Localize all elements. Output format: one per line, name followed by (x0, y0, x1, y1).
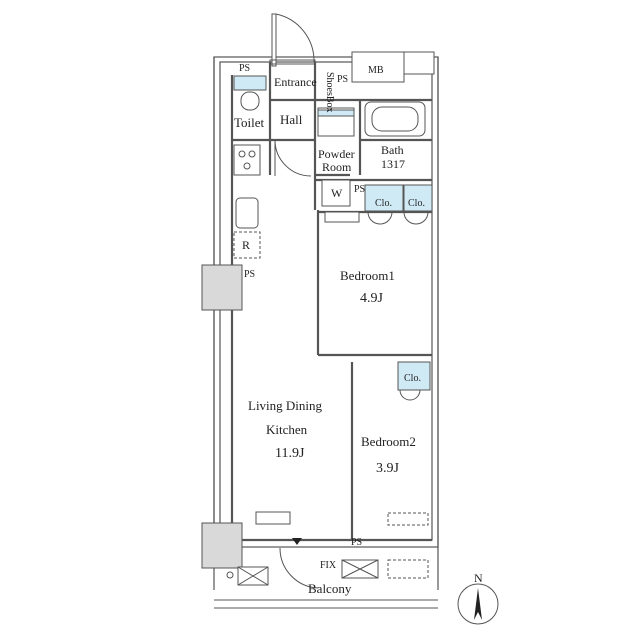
washer-box (321, 179, 351, 207)
bedroom2-area: 3.9J (376, 461, 400, 476)
clo3-label: Clo. (404, 373, 421, 384)
compass-label: N (474, 571, 483, 585)
ldk-area: 11.9J (275, 446, 305, 461)
bedroom1-furniture (324, 211, 360, 223)
entry-arrow-icon (292, 538, 302, 545)
kitchen-appliances (233, 144, 261, 259)
powder-sink (317, 107, 355, 137)
bath-size-label: 1317 (381, 157, 405, 171)
closets (364, 184, 433, 391)
balcony-label: Balcony (308, 581, 352, 596)
clo1-label: Clo. (375, 198, 392, 209)
bedroom1-label: Bedroom1 (340, 268, 395, 283)
compass-icon (457, 583, 499, 625)
ps-top-left-label: PS (239, 63, 250, 74)
ldk-label-1: Living Dining (248, 398, 323, 413)
closet-doors (367, 211, 429, 401)
columns (201, 51, 435, 569)
ps-bottom-label: PS (351, 537, 362, 548)
washer-label: W (331, 186, 343, 200)
outer-walls (213, 56, 439, 590)
entrance-door (269, 13, 316, 67)
fridge-label: R (242, 238, 250, 252)
bedroom1-area: 4.9J (360, 291, 384, 306)
toilet-fixture (233, 75, 267, 111)
shoesbox-label: ShoesBox (324, 72, 335, 113)
powder-room-label-2: Room (322, 160, 352, 174)
ldk-label-2: Kitchen (266, 422, 308, 437)
bedroom2-label: Bedroom2 (361, 434, 416, 449)
mb-label: MB (368, 65, 384, 76)
clo2-label: Clo. (408, 198, 425, 209)
ldk-aircon (255, 511, 291, 525)
powder-room-label-1: Powder (318, 147, 355, 161)
fix-label: FIX (320, 560, 337, 571)
hall-label: Hall (280, 112, 303, 127)
balcony (214, 547, 438, 609)
toilet-label: Toilet (234, 115, 265, 130)
bath-label: Bath (381, 143, 404, 157)
ps-kitchen-label: PS (244, 269, 255, 280)
entrance-label: Entrance (274, 75, 317, 89)
hall-door (274, 139, 312, 177)
ps-top-right-label: PS (337, 74, 348, 85)
bathtub (364, 101, 426, 137)
ps-mid-label: PS (354, 184, 365, 195)
bedroom2-aircon (387, 512, 429, 526)
